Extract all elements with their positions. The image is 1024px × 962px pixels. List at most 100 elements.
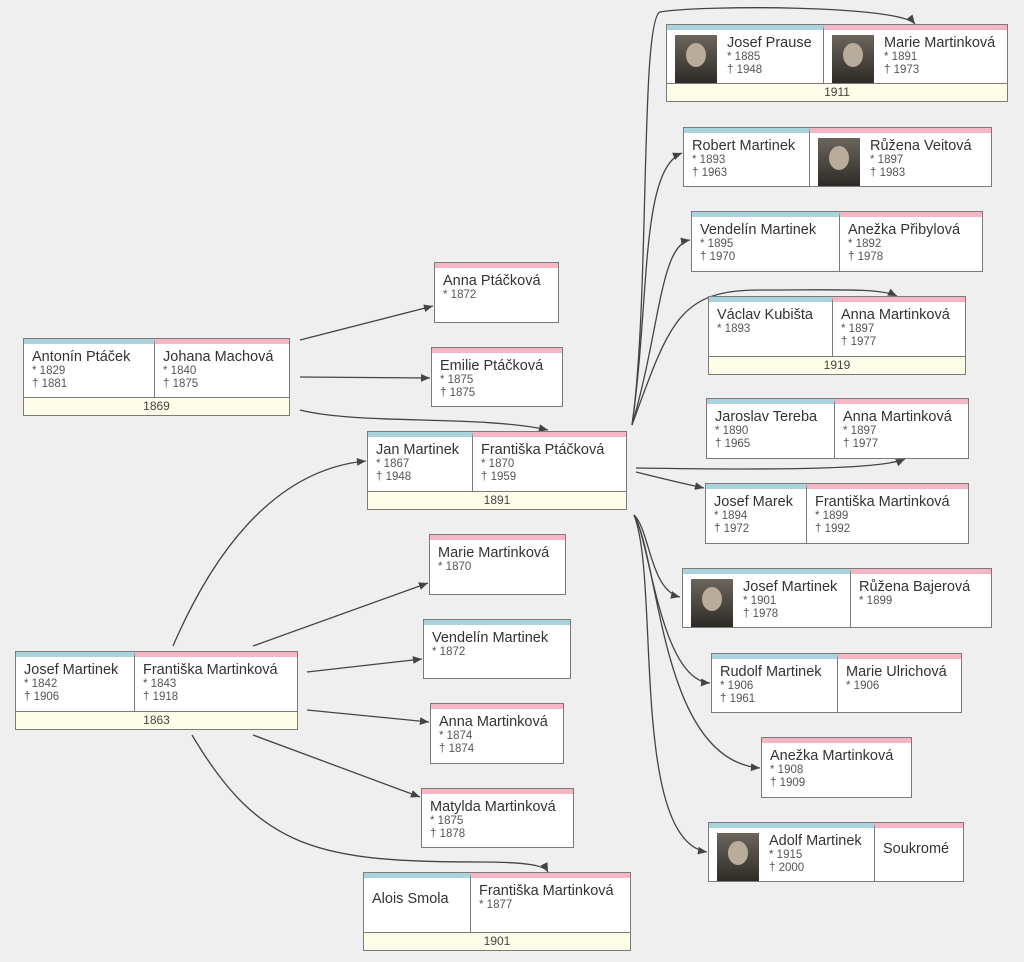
person-card[interactable]: Anežka Martinková* 1908† 1909 [762, 738, 911, 797]
person-info: Soukromé [883, 833, 957, 881]
person-name: Matylda Martinková [430, 799, 556, 815]
person-info: Jaroslav Tereba* 1890† 1965 [715, 409, 828, 458]
person-info: Růžena Bajerová* 1899 [859, 579, 985, 627]
person-name: Františka Ptáčková [481, 442, 605, 458]
birth-date: * 1895 [700, 238, 734, 250]
person-info: Josef Martinek* 1842† 1906 [24, 662, 128, 711]
person-card[interactable]: Marie Martinková* 1891† 1973 [823, 25, 1007, 83]
person-card[interactable]: Josef Martinek* 1842† 1906 [16, 652, 134, 711]
person-card[interactable]: Anna Ptáčková* 1872 [435, 263, 558, 322]
birth-date: * 1908 [770, 764, 804, 776]
family-card: Adolf Martinek* 1915† 2000 Soukromé [708, 822, 964, 882]
person-card[interactable]: Václav Kubišta* 1893 [709, 297, 832, 356]
person-card[interactable]: Františka Martinková* 1899† 1992 [806, 484, 968, 543]
person-card[interactable]: Anna Martinková* 1897† 1977 [834, 399, 968, 458]
death-date: † 1906 [24, 691, 60, 703]
partners-row: Matylda Martinková* 1875† 1878 [422, 789, 573, 847]
person-card[interactable]: Jaroslav Tereba* 1890† 1965 [707, 399, 834, 458]
person-name: Josef Prause [727, 35, 812, 51]
birth-date: * 1892 [848, 238, 882, 250]
person-info: Alois Smola [372, 883, 464, 932]
family-card: Marie Martinková* 1870 [429, 534, 566, 595]
person-card[interactable]: Marie Martinková* 1870 [430, 535, 565, 594]
death-date: † 1948 [376, 471, 412, 483]
person-card[interactable]: Růžena Bajerová* 1899 [850, 569, 991, 627]
person-info: Františka Martinková* 1877 [479, 883, 624, 932]
person-card[interactable]: Jan Martinek* 1867† 1948 [368, 432, 472, 491]
edge [299, 374, 431, 382]
person-name: Františka Martinková [479, 883, 614, 899]
death-date: † 1959 [481, 471, 517, 483]
person-card[interactable]: Matylda Martinková* 1875† 1878 [422, 789, 573, 847]
person-name: Marie Ulrichová [846, 664, 947, 680]
death-date: † 1881 [32, 378, 68, 390]
person-info: Josef Marek* 1894† 1972 [714, 494, 800, 543]
edge [299, 409, 549, 432]
person-card[interactable]: Marie Ulrichová* 1906 [837, 654, 961, 712]
family-card: Vendelín Martinek* 1872 [423, 619, 571, 679]
person-photo [675, 35, 717, 83]
person-card[interactable]: Antonín Ptáček* 1829† 1881 [24, 339, 154, 397]
edge [635, 458, 906, 470]
person-card[interactable]: Emilie Ptáčková* 1875† 1875 [432, 348, 562, 406]
person-card[interactable]: Růžena Veitová* 1897† 1983 [809, 128, 991, 186]
birth-date: * 1893 [692, 154, 726, 166]
death-date: † 1961 [720, 693, 756, 705]
person-photo [832, 35, 874, 83]
birth-date: * 1877 [479, 899, 513, 911]
person-card[interactable]: Františka Ptáčková* 1870† 1959 [472, 432, 626, 491]
edge [172, 457, 367, 647]
person-card[interactable]: Soukromé [874, 823, 963, 881]
birth-date: * 1906 [846, 680, 880, 692]
death-date: † 1878 [430, 828, 466, 840]
person-info: Josef Martinek* 1901† 1978 [743, 579, 844, 627]
person-card[interactable]: Anna Martinková* 1897† 1977 [832, 297, 965, 356]
person-name: Soukromé [883, 841, 950, 857]
partners-row: Josef Martinek* 1901† 1978 Růžena Bajerov… [683, 569, 991, 627]
person-card[interactable]: Adolf Martinek* 1915† 2000 [709, 823, 874, 881]
person-card[interactable]: Rudolf Martinek* 1906† 1961 [712, 654, 837, 712]
family-card: Emilie Ptáčková* 1875† 1875 [431, 347, 563, 407]
person-info: Anežka Přibylová* 1892† 1978 [848, 222, 976, 271]
family-card: Anežka Martinková* 1908† 1909 [761, 737, 912, 798]
person-info: Adolf Martinek* 1915† 2000 [769, 833, 868, 881]
person-info: Johana Machová* 1840† 1875 [163, 349, 283, 397]
partners-row: Alois Smola Františka Martinková* 1877 [364, 873, 630, 932]
birth-date: * 1870 [481, 458, 515, 470]
person-name: Adolf Martinek [769, 833, 862, 849]
edge [635, 471, 705, 490]
birth-date: * 1897 [841, 323, 875, 335]
death-date: † 1972 [714, 523, 750, 535]
person-name: Josef Marek [714, 494, 793, 510]
death-date: † 1977 [843, 438, 879, 450]
edge [306, 656, 423, 673]
person-card[interactable]: Anežka Přibylová* 1892† 1978 [839, 212, 982, 271]
edge [252, 734, 421, 798]
person-card[interactable]: Josef Marek* 1894† 1972 [706, 484, 806, 543]
birth-date: * 1840 [163, 365, 197, 377]
partners-row: Anna Martinková* 1874† 1874 [431, 704, 563, 763]
person-card[interactable]: Alois Smola [364, 873, 470, 932]
person-name: Anežka Martinková [770, 748, 894, 764]
person-card[interactable]: Vendelín Martinek* 1872 [424, 620, 570, 678]
person-card[interactable]: Anna Martinková* 1874† 1874 [431, 704, 563, 763]
person-card[interactable]: Josef Martinek* 1901† 1978 [683, 569, 850, 627]
person-name: Anežka Přibylová [848, 222, 961, 238]
person-card[interactable]: Františka Martinková* 1877 [470, 873, 630, 932]
person-info: Emilie Ptáčková* 1875† 1875 [440, 358, 556, 406]
person-card[interactable]: Františka Martinková* 1843† 1918 [134, 652, 297, 711]
person-card[interactable]: Vendelín Martinek* 1895† 1970 [692, 212, 839, 271]
person-card[interactable]: Johana Machová* 1840† 1875 [154, 339, 289, 397]
person-name: Marie Martinková [438, 545, 550, 561]
person-info: Rudolf Martinek* 1906† 1961 [720, 664, 831, 712]
person-card[interactable]: Josef Prause* 1885† 1948 [667, 25, 823, 83]
person-card[interactable]: Robert Martinek* 1893† 1963 [684, 128, 809, 186]
